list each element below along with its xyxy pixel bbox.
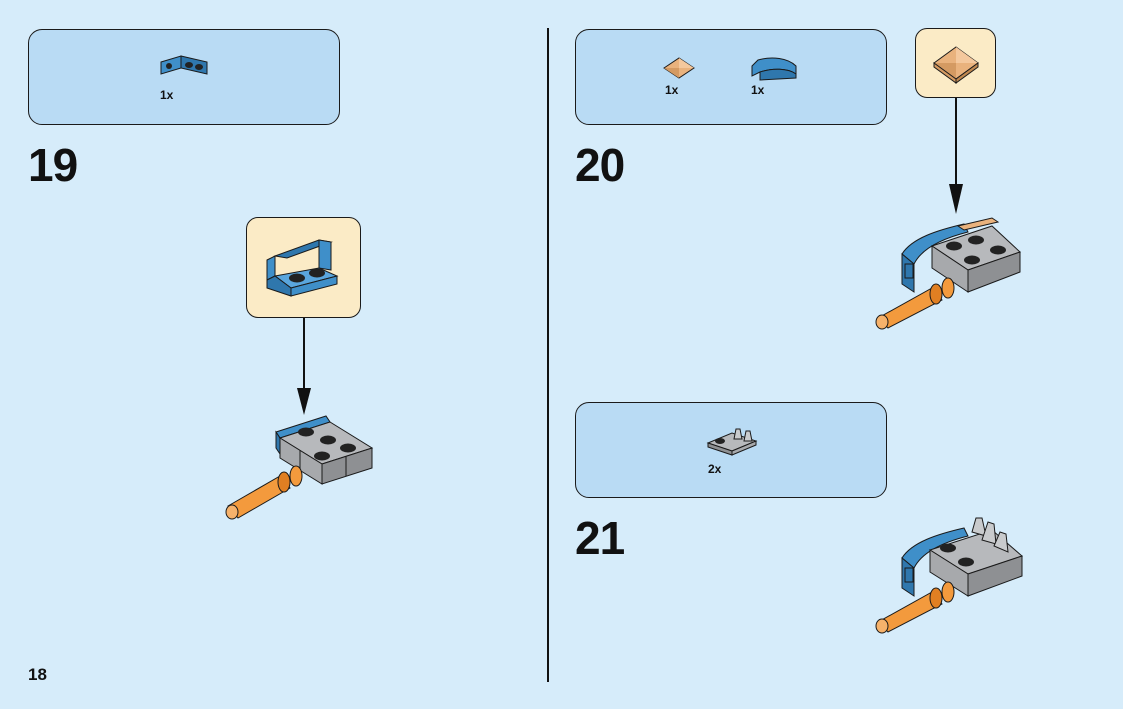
- step-20-part-2-qty: 1x: [751, 83, 765, 97]
- step-20-part-1-qty: 1x: [665, 83, 679, 97]
- step-20-model-icon: [875, 217, 1021, 330]
- step-19-part-qty: 1x: [160, 88, 174, 102]
- step-19-parts-box: 1x: [28, 29, 340, 125]
- blue-bracket-part-icon: [160, 55, 208, 75]
- page-number: 18: [28, 665, 47, 684]
- step-21-model-icon: [875, 517, 1023, 634]
- step-20-parts-box: 1x 1x: [575, 29, 887, 125]
- step-21-part-qty: 2x: [708, 462, 722, 476]
- step-20-callout: [915, 28, 996, 98]
- page-divider: [547, 28, 549, 682]
- tan-tile-callout-icon: [933, 46, 979, 84]
- step-19-number: 19: [28, 139, 78, 191]
- step-20-arrow-icon: [949, 98, 963, 214]
- tan-tile-part-icon: [663, 57, 695, 79]
- step-19-arrow-icon: [297, 318, 311, 415]
- blue-curved-slope-part-icon: [751, 57, 797, 81]
- step-19-callout: [246, 217, 361, 318]
- gray-clip-plate-part-icon: [706, 428, 758, 456]
- blue-bracket-callout-icon: [266, 239, 339, 297]
- step-20-number: 20: [575, 139, 625, 191]
- step-19-model-icon: [225, 415, 374, 520]
- step-21-parts-box: 2x: [575, 402, 887, 498]
- step-21-number: 21: [575, 512, 625, 564]
